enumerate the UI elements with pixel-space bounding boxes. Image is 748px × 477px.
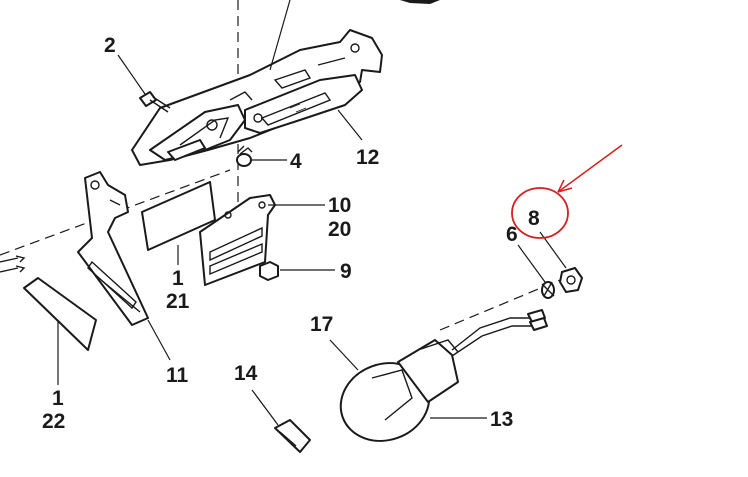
- callout-13: 13: [490, 408, 513, 431]
- callout-6: 6: [506, 223, 518, 246]
- leader-2: [117, 54, 146, 95]
- leader-12: [337, 109, 363, 141]
- leader-17: [329, 339, 359, 371]
- leader-top: [269, 0, 291, 71]
- leader-6: [517, 244, 546, 283]
- callout-21: 21: [166, 290, 190, 313]
- callout-20: 20: [328, 218, 351, 241]
- left-wire-ends: [0, 255, 26, 273]
- part-9-nut: [259, 261, 279, 281]
- part-17-turn-signal-lamp: [339, 309, 548, 442]
- leader-11: [147, 319, 171, 361]
- callout-10: 10: [328, 194, 351, 217]
- callout-17: 17: [310, 313, 333, 336]
- part-4-screw: [236, 145, 253, 167]
- part-14-bulb: [274, 419, 311, 453]
- part-1-reflector-upper: [141, 181, 216, 251]
- callout-1-upper: 1: [172, 267, 184, 290]
- part-1-reflector-lower: [23, 277, 97, 351]
- callout-2: 2: [104, 34, 116, 57]
- callout-9: 9: [340, 260, 352, 283]
- part-6-lock-washer: [541, 281, 555, 299]
- red-arrow-head: [557, 179, 573, 193]
- callout-11: 11: [166, 364, 189, 387]
- diagonal-assembly-line: [0, 169, 231, 256]
- red-highlight-circle: [511, 187, 569, 239]
- callout-14: 14: [234, 362, 258, 385]
- callout-22: 22: [42, 410, 65, 433]
- callout-12: 12: [356, 146, 379, 169]
- callout-1-lower: 1: [52, 387, 64, 410]
- top-edge-part: [400, 0, 440, 4]
- turn-signal-axis-line: [439, 279, 561, 331]
- part-11-bracket: [77, 171, 149, 326]
- callout-4: 4: [290, 150, 302, 173]
- part-12-bracket: [131, 29, 383, 166]
- red-arrow-shaft: [557, 144, 623, 193]
- leader-14: [251, 389, 279, 426]
- part-8-nut: [559, 267, 583, 293]
- part-2-screw: [139, 91, 171, 113]
- callout-8: 8: [528, 207, 540, 230]
- part-10-plate-bracket: [199, 194, 276, 286]
